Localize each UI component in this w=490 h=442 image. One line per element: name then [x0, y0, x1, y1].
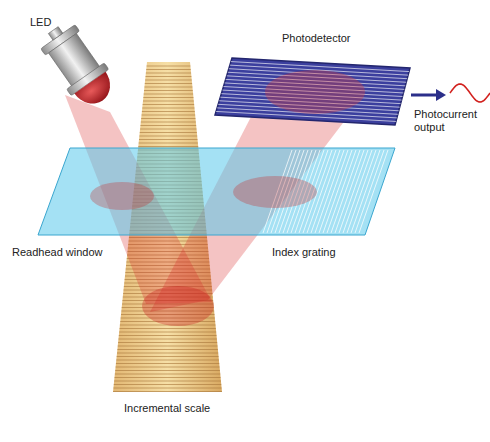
- scale-line: [118, 338, 216, 339]
- readhead-window: [38, 148, 395, 235]
- scale-line: [141, 118, 195, 119]
- part-label: Readhead window: [12, 246, 122, 259]
- scale-line: [118, 342, 217, 343]
- photodetector-stripes: [216, 62, 409, 122]
- scale-line: [118, 345, 218, 346]
- scale-line: [145, 79, 192, 80]
- window-spot: [90, 182, 154, 210]
- scale-line: [138, 146, 198, 147]
- scale-line: [141, 121, 196, 122]
- scale-line: [140, 132, 197, 133]
- scale-line: [117, 352, 218, 353]
- photodetector: [215, 58, 410, 125]
- arrowhead: [436, 89, 446, 101]
- grating-line: [355, 150, 384, 233]
- part-label: Index grating: [272, 246, 372, 259]
- grating-line: [343, 150, 372, 233]
- scale-line: [146, 69, 191, 70]
- scale-line: [120, 328, 216, 329]
- scale-line: [146, 76, 192, 77]
- scale-line: [146, 72, 191, 73]
- part-label: Photodetector: [282, 32, 382, 45]
- scale-line: [139, 142, 198, 143]
- scale-line: [113, 387, 221, 388]
- scale-line: [115, 373, 220, 374]
- scale-line: [147, 65, 191, 66]
- part-label: Photocurrent output: [414, 108, 486, 134]
- led: [34, 17, 121, 114]
- scale-line: [117, 356, 219, 357]
- grating-line: [359, 150, 388, 233]
- scale-line: [116, 363, 219, 364]
- scale-line: [119, 331, 216, 332]
- scale-line: [139, 139, 198, 140]
- part-label: Incremental scale: [124, 402, 244, 415]
- scale-line: [142, 111, 195, 112]
- scale-line: [140, 128, 196, 129]
- grating-line: [351, 150, 380, 233]
- grating-line: [347, 150, 376, 233]
- detector-spot: [265, 70, 365, 114]
- scale-line: [144, 90, 193, 91]
- scale-line: [143, 104, 195, 105]
- scale-line: [117, 349, 218, 350]
- scale-spot: [142, 286, 214, 326]
- window-spot: [233, 176, 317, 208]
- scale-line: [144, 86, 192, 87]
- scale-line: [119, 335, 217, 336]
- scale-line: [139, 135, 197, 136]
- scale-line: [142, 107, 194, 108]
- scale-line: [140, 125, 196, 126]
- scale-line: [115, 370, 220, 371]
- scale-line: [142, 114, 196, 115]
- sine-wave: [450, 84, 490, 102]
- scale-line: [144, 93, 193, 94]
- scale-line: [114, 377, 220, 378]
- scale-line: [114, 384, 221, 385]
- part-label: LED: [30, 16, 90, 29]
- scale-line: [145, 83, 192, 84]
- output-arrow: [411, 94, 438, 97]
- scale-line: [143, 100, 194, 101]
- scale-line: [113, 391, 222, 392]
- scale-line: [114, 380, 221, 381]
- scale-line: [143, 97, 193, 98]
- scale-line: [116, 366, 220, 367]
- scale-line: [116, 359, 219, 360]
